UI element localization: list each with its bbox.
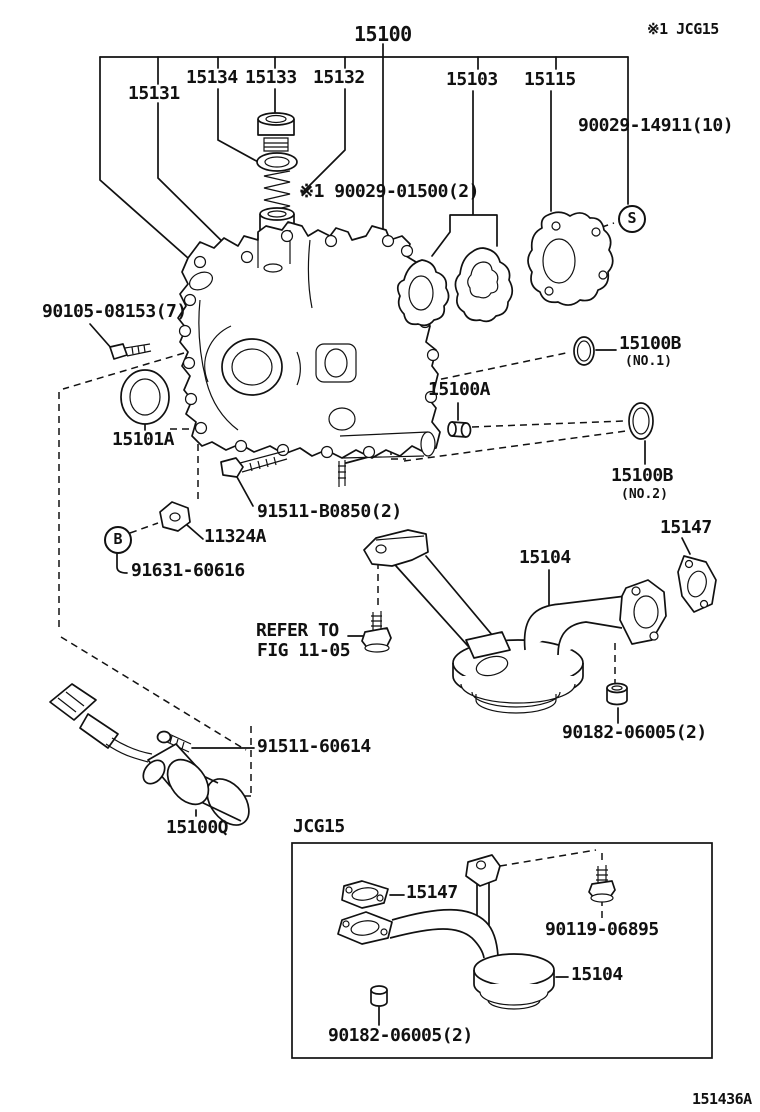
- label-90105-08153[interactable]: 90105-08153(7): [42, 301, 187, 322]
- inset-pickup-15104: [389, 854, 555, 1010]
- label-15115[interactable]: 15115: [524, 69, 576, 90]
- label-15100[interactable]: 15100: [354, 22, 412, 46]
- label-15100b-no2-suffix: (NO.2): [621, 487, 668, 502]
- o-ring-no1: [573, 336, 595, 366]
- label-15147[interactable]: 15147: [660, 517, 712, 538]
- label-11324a[interactable]: 11324A: [204, 526, 267, 547]
- bolt-ear-holes: [178, 229, 440, 459]
- label-15131[interactable]: 15131: [128, 83, 180, 104]
- note-variant-jcg15: ※1 JCG15: [647, 20, 719, 38]
- label-15100q[interactable]: 15100Q: [166, 817, 229, 838]
- label-90029-01500[interactable]: ※1 90029-01500(2): [299, 181, 479, 202]
- inset-bolt-90119: [588, 865, 616, 903]
- bracket-11324a: [159, 501, 191, 532]
- label-91631-60616[interactable]: 91631-60616: [131, 560, 245, 581]
- o-ring-no2: [628, 402, 654, 440]
- valve-plug: [257, 112, 295, 152]
- figure-id: 151436A: [692, 1090, 752, 1108]
- label-90182-06005-main[interactable]: 90182-06005(2): [562, 722, 707, 743]
- callout-b-circle: B: [104, 526, 132, 554]
- label-15133[interactable]: 15133: [245, 67, 297, 88]
- label-inset-15104[interactable]: 15104: [571, 964, 623, 985]
- label-15104[interactable]: 15104: [519, 547, 571, 568]
- label-15100b-no1[interactable]: 15100B: [619, 333, 682, 354]
- note-refer-line2: FIG 11-05: [257, 640, 351, 661]
- valve-spring: [263, 170, 291, 213]
- inset-gasket-upper: [341, 880, 389, 909]
- label-15103[interactable]: 15103: [446, 69, 498, 90]
- gasket-15147: [677, 555, 717, 613]
- note-refer-line1: REFER TO: [256, 620, 339, 641]
- mounting-stud: [338, 460, 346, 487]
- label-91511-b0850[interactable]: 91511-B0850(2): [257, 501, 402, 522]
- inset-nut-90182: [370, 985, 388, 1007]
- label-15101a[interactable]: 15101A: [112, 429, 175, 450]
- callout-s-circle: S: [618, 205, 646, 233]
- inset-gasket-lower: [337, 911, 393, 945]
- label-15132[interactable]: 15132: [313, 67, 365, 88]
- pump-rotor-set: [396, 247, 514, 327]
- oil-sensor-15100q: [49, 683, 250, 826]
- label-90029-14911[interactable]: 90029-14911(10): [578, 115, 734, 136]
- label-15100b-no1-suffix: (NO.1): [625, 354, 672, 369]
- oil-strainer-15104: [363, 529, 667, 714]
- dashed-reference-lines: [58, 222, 627, 920]
- bolt-90105: [109, 343, 152, 360]
- label-15134[interactable]: 15134: [186, 67, 238, 88]
- plug-15100a: [447, 421, 472, 438]
- inset-jcg15: [291, 842, 713, 1059]
- oil-seal-15101a: [120, 369, 170, 425]
- bolt-refer-fig: [361, 611, 392, 653]
- bolt-91511-b0850: [220, 450, 288, 478]
- leader-lines: [89, 43, 691, 1026]
- label-90182-06005-inset[interactable]: 90182-06005(2): [328, 1025, 473, 1046]
- label-15100b-no2[interactable]: 15100B: [611, 465, 674, 486]
- label-inset-15147[interactable]: 15147: [406, 882, 458, 903]
- inset-title-jcg15: JCG15: [293, 816, 345, 837]
- pump-cover-plate: [527, 211, 614, 306]
- label-15100a[interactable]: 15100A: [428, 379, 491, 400]
- label-90119-06895[interactable]: 90119-06895: [545, 919, 659, 940]
- label-91511-60614[interactable]: 91511-60614: [257, 736, 371, 757]
- nut-90182-main: [606, 682, 628, 706]
- valve-washer: [256, 152, 298, 172]
- oil-pump-body: [177, 221, 441, 487]
